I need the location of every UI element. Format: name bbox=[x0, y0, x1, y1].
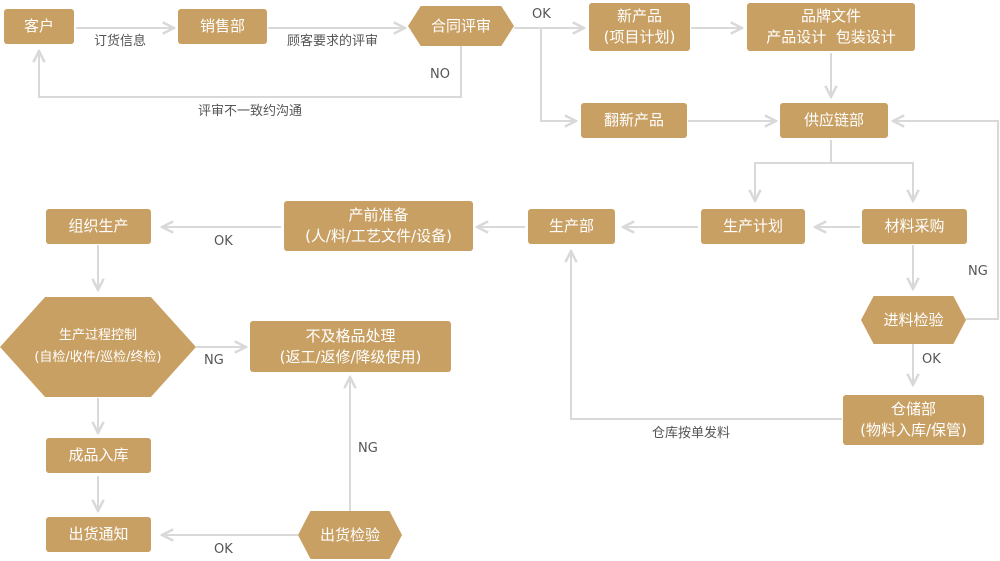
warehouse-line1: 仓储部 bbox=[890, 400, 936, 418]
label-inconsistent-review: 评审不一致约沟通 bbox=[198, 104, 303, 119]
connector-review-renew bbox=[540, 28, 576, 121]
connector-supply-split bbox=[755, 140, 832, 201]
brand-docs-node[interactable]: 品牌文件 产品设计 包装设计 bbox=[747, 3, 915, 51]
organize-production-label: 组织生产 bbox=[68, 217, 129, 235]
contract-review-node[interactable]: 合同评审 bbox=[408, 6, 514, 46]
prod-plan-node[interactable]: 生产计划 bbox=[701, 209, 805, 244]
preproduction-node[interactable]: 产前准备 (人/料/工艺文件/设备) bbox=[284, 201, 473, 251]
contract-review-label: 合同评审 bbox=[430, 16, 491, 35]
new-product-node[interactable]: 新产品 (项目计划) bbox=[589, 3, 690, 51]
label-ng-process: NG bbox=[204, 353, 224, 368]
label-ok-preproduction: OK bbox=[214, 234, 233, 249]
material-purchase-node[interactable]: 材料采购 bbox=[862, 209, 967, 244]
warehouse-line2: (物料入库/保管) bbox=[860, 421, 967, 439]
shipment-inspection-node[interactable]: 出货检验 bbox=[298, 511, 402, 559]
supply-chain-node[interactable]: 供应链部 bbox=[780, 103, 888, 138]
nonconforming-node[interactable]: 不及格品处理 (返工/返修/降级使用) bbox=[250, 321, 451, 372]
label-no-review: NO bbox=[430, 67, 450, 82]
customer-label: 客户 bbox=[23, 17, 54, 35]
shipment-notice-label: 出货通知 bbox=[68, 525, 129, 543]
connector-incoming-supply bbox=[893, 121, 999, 320]
production-dept-label: 生产部 bbox=[548, 217, 594, 235]
process-control-line1: 生产过程控制 bbox=[58, 328, 137, 343]
customer-node[interactable]: 客户 bbox=[4, 9, 74, 44]
connector-warehouse-production bbox=[571, 251, 842, 420]
organize-production-node[interactable]: 组织生产 bbox=[46, 209, 151, 244]
finished-storage-label: 成品入库 bbox=[68, 446, 129, 464]
label-warehouse-issue: 仓库按单发料 bbox=[652, 426, 731, 441]
new-product-line2: (项目计划) bbox=[603, 28, 676, 46]
incoming-inspection-label: 进料检验 bbox=[883, 310, 944, 329]
supply-chain-label: 供应链部 bbox=[803, 111, 864, 129]
finished-storage-node[interactable]: 成品入库 bbox=[46, 438, 151, 473]
material-purchase-label: 材料采购 bbox=[884, 217, 945, 235]
shipment-notice-node[interactable]: 出货通知 bbox=[46, 517, 151, 552]
process-control-line2: (自检/收件/巡检/终检) bbox=[34, 350, 162, 365]
brand-docs-line1: 品牌文件 bbox=[800, 7, 861, 25]
label-ok-incoming: OK bbox=[922, 352, 941, 367]
label-order-info: 订货信息 bbox=[94, 34, 147, 49]
warehouse-node[interactable]: 仓储部 (物料入库/保管) bbox=[843, 395, 984, 445]
preproduction-line1: 产前准备 bbox=[348, 206, 409, 224]
production-dept-node[interactable]: 生产部 bbox=[528, 209, 615, 244]
connector-supply-material bbox=[831, 162, 913, 201]
process-control-node[interactable]: 生产过程控制 (自检/收件/巡检/终检) bbox=[0, 297, 196, 397]
label-ng-incoming: NG bbox=[968, 264, 988, 279]
label-ng-shipment: NG bbox=[358, 441, 378, 456]
label-ok-review: OK bbox=[532, 7, 551, 22]
connector-review-customer bbox=[39, 45, 462, 98]
incoming-inspection-node[interactable]: 进料检验 bbox=[861, 296, 966, 344]
renew-product-node[interactable]: 翻新产品 bbox=[581, 103, 687, 138]
prod-plan-label: 生产计划 bbox=[722, 217, 783, 235]
preproduction-line2: (人/料/工艺文件/设备) bbox=[305, 227, 452, 245]
nonconforming-line1: 不及格品处理 bbox=[305, 326, 396, 345]
sales-label: 销售部 bbox=[199, 17, 245, 35]
sales-node[interactable]: 销售部 bbox=[178, 9, 267, 44]
label-customer-requirements-review: 顾客要求的评审 bbox=[287, 34, 379, 49]
label-ok-shipment: OK bbox=[214, 542, 233, 557]
nonconforming-line2: (返工/返修/降级使用) bbox=[279, 347, 422, 366]
shipment-inspection-label: 出货检验 bbox=[319, 525, 380, 544]
renew-product-label: 翻新产品 bbox=[603, 111, 664, 129]
brand-docs-line2: 产品设计 包装设计 bbox=[766, 28, 896, 46]
new-product-line1: 新产品 bbox=[616, 7, 662, 25]
